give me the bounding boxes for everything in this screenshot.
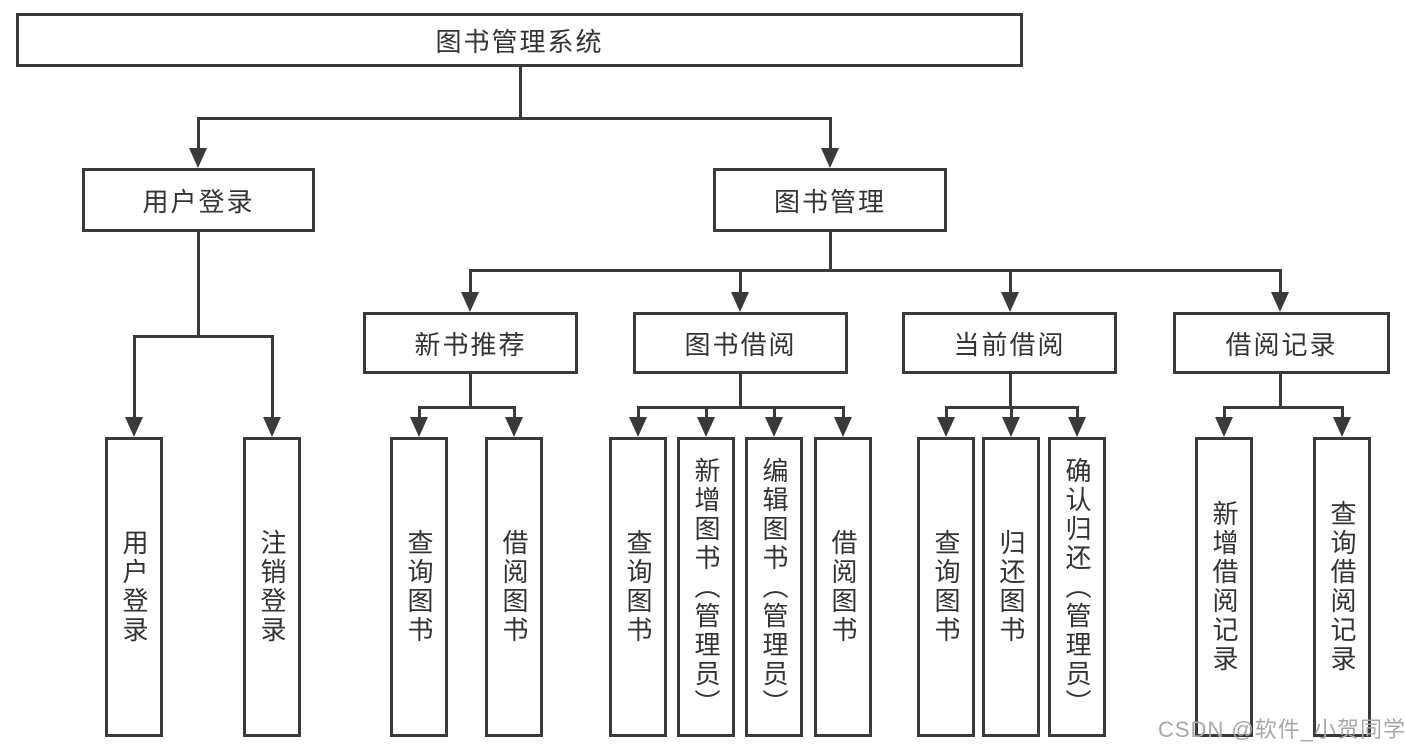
arrow-down-icon (821, 148, 839, 168)
arrow-down-icon (697, 417, 715, 437)
connector-line (518, 67, 522, 120)
arrow-down-icon (189, 148, 207, 168)
leaf-edit-book-admin: 编辑图书（管理员） (745, 437, 803, 737)
connector-line (738, 269, 742, 297)
arrow-down-icon (125, 417, 143, 437)
connector-line (828, 232, 832, 272)
connector-line (132, 334, 274, 338)
connector-line (1075, 406, 1079, 422)
leaf-label: 借阅图书 (499, 529, 529, 645)
connector-line (1278, 269, 1282, 297)
leaf-label: 用户登录 (119, 529, 149, 645)
arrow-down-icon (1333, 417, 1351, 437)
node-label: 图书管理 (773, 186, 886, 217)
node-label: 当前借阅 (953, 329, 1066, 360)
leaf-borrow-books-2: 借阅图书 (814, 437, 872, 737)
connector-line (1222, 405, 1344, 409)
node-book-management: 图书管理 (713, 168, 947, 232)
arrow-down-icon (1215, 417, 1233, 437)
leaf-label: 编辑图书（管理员） (759, 456, 789, 718)
leaf-user-login: 用户登录 (105, 437, 163, 737)
connector-line (468, 268, 1282, 272)
leaf-query-books-1: 查询图书 (390, 437, 448, 737)
leaf-label: 确认归还（管理员） (1062, 456, 1092, 718)
arrow-down-icon (505, 417, 523, 437)
node-label: 借阅记录 (1225, 329, 1338, 360)
connector-line (270, 335, 274, 422)
connector-line (738, 374, 742, 409)
connector-line (468, 269, 472, 297)
node-label: 图书管理系统 (435, 26, 604, 57)
connector-line (196, 116, 832, 120)
leaf-label: 查询借阅记录 (1327, 500, 1357, 674)
connector-line (1222, 406, 1226, 422)
connector-line (828, 117, 832, 153)
leaf-label: 归还图书 (996, 529, 1026, 645)
connector-line (196, 117, 200, 153)
leaf-borrow-books-1: 借阅图书 (485, 437, 543, 737)
connector-line (468, 374, 472, 409)
node-label: 用户登录 (142, 186, 255, 217)
arrow-down-icon (834, 417, 852, 437)
leaf-label: 注销登录 (257, 529, 287, 645)
connector-line (636, 405, 845, 409)
connector-line (772, 406, 776, 422)
connector-line (1340, 406, 1344, 422)
node-new-book-recommend: 新书推荐 (363, 312, 578, 374)
connector-line (132, 335, 136, 422)
leaf-label: 查询图书 (931, 529, 961, 645)
connector-line (1008, 269, 1012, 297)
leaf-label: 新增借阅记录 (1209, 500, 1239, 674)
arrow-down-icon (1002, 417, 1020, 437)
node-borrow-records: 借阅记录 (1173, 312, 1390, 374)
csdn-watermark: CSDN @软件_小贺同学 (1158, 717, 1405, 742)
arrow-down-icon (731, 292, 749, 312)
node-label: 图书借阅 (684, 329, 797, 360)
arrow-down-icon (629, 417, 647, 437)
leaf-confirm-return-admin: 确认归还（管理员） (1048, 437, 1106, 737)
arrow-down-icon (1068, 417, 1086, 437)
connector-line (944, 406, 948, 422)
arrow-down-icon (263, 417, 281, 437)
leaf-return-book: 归还图书 (982, 437, 1040, 737)
arrow-down-icon (765, 417, 783, 437)
connector-line (1008, 374, 1012, 409)
leaf-query-books-2: 查询图书 (609, 437, 667, 737)
connector-line (1009, 406, 1013, 422)
leaf-label: 新增图书（管理员） (691, 456, 721, 718)
node-book-borrow: 图书借阅 (633, 312, 848, 374)
arrow-down-icon (410, 417, 428, 437)
arrow-down-icon (937, 417, 955, 437)
leaf-label: 查询图书 (623, 529, 653, 645)
connector-line (1278, 374, 1282, 409)
leaf-query-borrow-record: 查询借阅记录 (1313, 437, 1371, 737)
node-label: 新书推荐 (414, 329, 527, 360)
arrow-down-icon (1271, 292, 1289, 312)
leaf-logout: 注销登录 (243, 437, 301, 737)
arrow-down-icon (461, 292, 479, 312)
connector-line (417, 406, 421, 422)
connector-line (704, 406, 708, 422)
connector-line (841, 406, 845, 422)
leaf-add-borrow-record: 新增借阅记录 (1195, 437, 1253, 737)
leaf-label: 查询图书 (404, 529, 434, 645)
connector-line (417, 405, 516, 409)
connector-line (512, 406, 516, 422)
node-current-borrow: 当前借阅 (902, 312, 1117, 374)
connector-line (196, 232, 200, 338)
node-root-system: 图书管理系统 (16, 13, 1023, 67)
leaf-label: 借阅图书 (828, 529, 858, 645)
leaf-add-book-admin: 新增图书（管理员） (677, 437, 735, 737)
arrow-down-icon (1001, 292, 1019, 312)
node-user-login: 用户登录 (82, 168, 315, 232)
connector-line (636, 406, 640, 422)
leaf-query-books-3: 查询图书 (917, 437, 975, 737)
